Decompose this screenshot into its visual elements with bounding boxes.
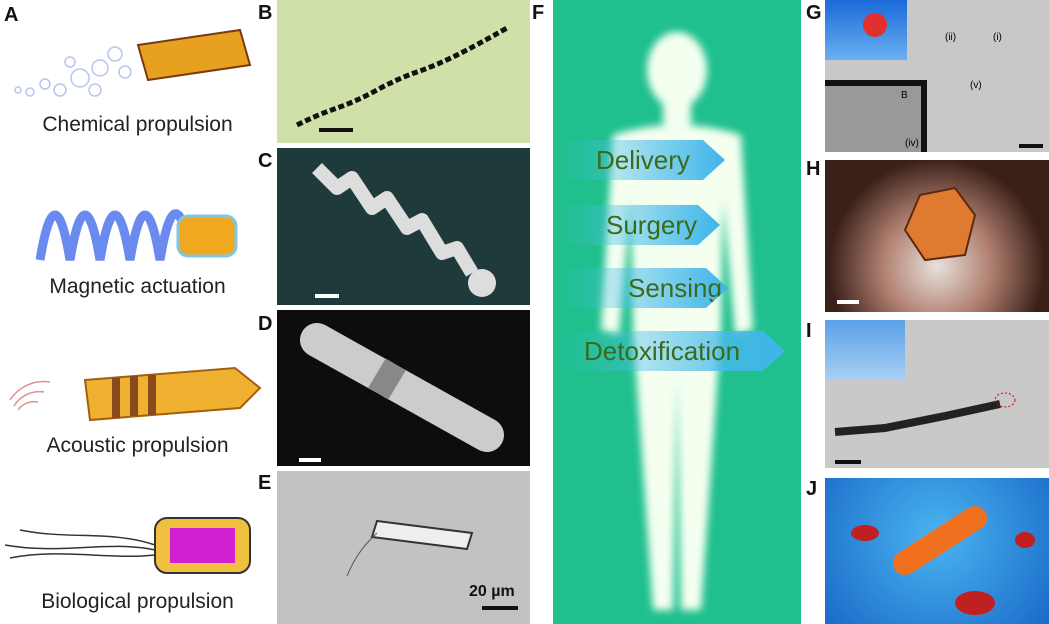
inset-illustration (825, 0, 907, 60)
scale-bar (835, 460, 861, 464)
panel-label-g: G (806, 2, 822, 24)
panel-d-sem-nanowire (277, 310, 530, 466)
inset-illustration (825, 320, 905, 380)
scale-bar (1019, 144, 1043, 148)
caption-magnetic-actuation: Magnetic actuation (49, 275, 226, 298)
panel-label-d: D (258, 313, 273, 335)
label-detoxification: Detoxification (584, 335, 741, 366)
arrow-sensing: Sensing (560, 268, 728, 308)
arrow-delivery: Delivery (560, 140, 725, 180)
scale-bar (319, 128, 353, 132)
panel-e-optical-image: 20 µm (277, 471, 530, 624)
scale-bar-label: 20 µm (469, 583, 515, 600)
inset-micrograph (825, 80, 927, 152)
panel-label-a: A (4, 4, 19, 26)
panel-b-micrograph (277, 0, 530, 143)
label-ii: (ii) (945, 32, 957, 43)
caption-chemical-propulsion: Chemical propulsion (42, 113, 233, 136)
human-silhouette (601, 32, 753, 610)
scale-bar (837, 300, 859, 304)
panel-label-b: B (258, 2, 273, 24)
scale-bar (299, 458, 321, 462)
panel-label-f: F (532, 2, 545, 24)
scale-bar (315, 294, 339, 298)
panel-f-human-body (553, 0, 801, 624)
panel-j-illustration (825, 478, 1049, 624)
caption-biological-propulsion: Biological propulsion (41, 590, 234, 613)
panel-label-i: I (806, 320, 812, 342)
label-v: (v) (970, 80, 982, 91)
label-delivery: Delivery (596, 144, 690, 175)
chemical-microrocket-illustration (14, 28, 252, 97)
label-surgery: Surgery (606, 209, 698, 240)
caption-acoustic-propulsion: Acoustic propulsion (46, 434, 229, 457)
panel-g-micrograph: (i) (ii) (iv) (v) B (825, 0, 1049, 152)
panel-label-j: J (806, 478, 818, 500)
panel-i-micrograph (825, 320, 1049, 468)
panel-label-h: H (806, 158, 821, 180)
label-i: (i) (993, 32, 1002, 43)
arrow-detoxification: Detoxification (560, 331, 785, 371)
acoustic-nanowire-illustration (9, 366, 262, 422)
arrow-surgery: Surgery (560, 205, 720, 245)
panel-label-e: E (258, 472, 272, 494)
label-iv: (iv) (905, 138, 919, 149)
panel-label-c: C (258, 150, 273, 172)
scale-bar (482, 606, 518, 610)
panel-c-sem-helix (277, 148, 530, 305)
panel-h-photo (825, 160, 1049, 312)
biohybrid-sperm-illustration (4, 517, 251, 574)
magnetic-helix-illustration (35, 209, 238, 261)
label-b: B (901, 90, 908, 101)
label-sensing: Sensing (628, 272, 722, 303)
